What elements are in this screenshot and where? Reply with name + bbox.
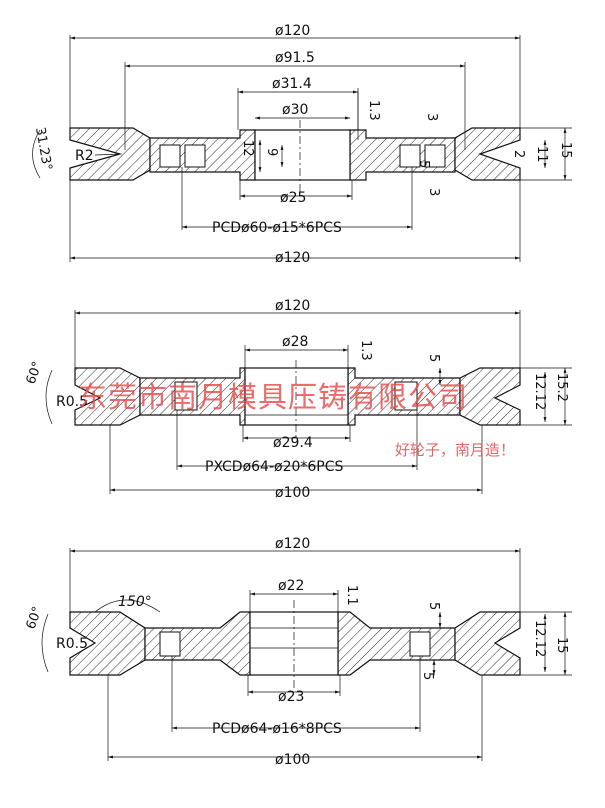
wheel-1-dim-bore: ø30 <box>282 102 308 118</box>
wheel-2-h152: 15.2 <box>554 373 569 402</box>
wheel-3-h5b: 5 <box>420 672 435 680</box>
wheel-2-section <box>74 360 521 440</box>
wheel-1-bottom: ø120 <box>275 250 310 266</box>
wheel-3-h1212: 12.12 <box>532 620 547 657</box>
wheel-2-step: 1.3 <box>358 340 373 361</box>
wheel-1-dim-3: 3 <box>424 113 439 121</box>
wheel-1-pcd: PCDø60-ø15*6PCS <box>212 220 342 236</box>
wheel-2-bore: ø28 <box>282 334 308 350</box>
wheel-1-dim-13: 1.3 <box>366 100 381 121</box>
wheel-1-hub: ø25 <box>280 190 306 206</box>
wheel-1-h11: 11 <box>534 146 549 163</box>
wheel-2-hub: ø29.4 <box>273 435 313 451</box>
wheel-3-view: ø120 150° ø22 1.1 5 60° R0.5 12.12 15 5 … <box>24 536 572 768</box>
slogan-watermark: 好轮子，南月造！ <box>395 441 515 459</box>
wheel-2-h1212: 12.12 <box>532 373 547 410</box>
wheel-2-radius: R0.5 <box>56 394 88 410</box>
wheel-2-pcd: PXCDø64-ø20*6PCS <box>205 459 344 475</box>
wheel-3-hub: ø23 <box>278 689 304 705</box>
wheel-2-view: ø120 ø28 1.3 5 60° R0.5 12.12 15.2 ø29.4… <box>24 298 572 501</box>
wheel-1-h15: 15 <box>558 142 573 159</box>
wheel-2-h5: 5 <box>426 354 441 362</box>
wheel-3-angle-150: 150° <box>118 594 152 610</box>
wheel-1-dim-pitch: ø91.5 <box>275 50 315 66</box>
wheel-3-pcd: PCDø64-ø16*8PCS <box>212 721 342 737</box>
wheel-3-bottom: ø100 <box>275 752 310 768</box>
wheel-1-h12: 12 <box>240 140 255 157</box>
wheel-2-angle: 60° <box>24 360 46 387</box>
wheel-1-h2: 2 <box>511 150 526 158</box>
wheel-3-angle: 60° <box>24 605 46 632</box>
wheel-1-h5: 5 <box>416 160 431 168</box>
wheel-2-dim-top: ø120 <box>275 298 310 314</box>
wheel-3-step: 1.1 <box>344 585 359 606</box>
wheel-1-angle: 31.23° <box>32 126 54 172</box>
company-watermark: 东莞市南月模具压铸有限公司 <box>78 380 468 414</box>
wheel-3-section <box>69 600 521 690</box>
wheel-1-dim-top: ø120 <box>275 23 310 39</box>
wheel-3-h15: 15 <box>554 637 569 654</box>
wheel-1-radius: R2 <box>75 148 94 164</box>
wheel-1-h3b: 3 <box>426 188 441 196</box>
wheel-1-section <box>69 120 521 195</box>
wheel-1-view: ø120 ø91.5 ø31.4 ø30 1.3 3 31.23° R2 12 … <box>32 23 573 266</box>
wheel-1-h9: 9 <box>264 148 279 156</box>
wheel-3-radius: R0.5 <box>56 636 88 652</box>
wheel-3-bore: ø22 <box>278 578 304 594</box>
wheel-1-dim-bore-outer: ø31.4 <box>272 76 312 92</box>
wheel-3-dim-top: ø120 <box>275 536 310 552</box>
wheel-3-h5: 5 <box>426 602 441 610</box>
wheel-2-bottom: ø100 <box>275 485 310 501</box>
